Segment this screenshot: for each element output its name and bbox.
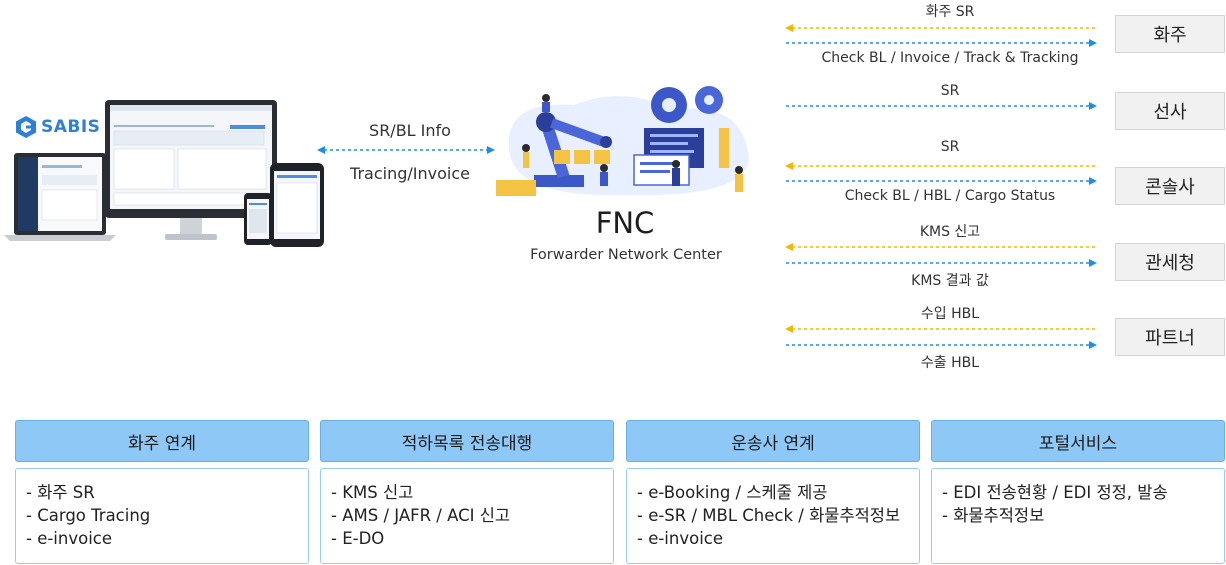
flow-label-consol-out: Check BL / HBL / Cargo Status: [844, 188, 1056, 204]
sabis-logo-text: SABIS: [41, 117, 101, 137]
link-label-sr-bl: SR/BL Info: [369, 121, 451, 140]
section-body-portal: - EDI 전송현황 / EDI 정정, 발송 - 화물추적정보: [931, 468, 1225, 564]
fnc-illustration: [496, 86, 749, 196]
sabis-logo: SABIS: [15, 115, 100, 139]
devices-graphic: [4, 100, 324, 247]
section-item: - e-Booking / 스케줄 제공: [637, 483, 828, 502]
flow-label-carrier-out: SR: [940, 83, 960, 99]
sabis-devices-illustration: SABIS: [0, 95, 330, 265]
flow-arrow-carrier: [786, 102, 1097, 110]
sabis-logo-icon: [16, 116, 36, 138]
partner-box-consol: 콘솔사: [1115, 167, 1225, 205]
partner-box-partner: 파트너: [1115, 318, 1225, 356]
flow-label-customs-in: KMS 신고: [919, 224, 981, 240]
section-item: - e-SR / MBL Check / 화물추적정보: [637, 506, 901, 525]
flow-label-consol-in: SR: [940, 139, 960, 155]
fnc-title: FNC: [595, 206, 655, 240]
flow-arrows-shipper: [785, 24, 1097, 47]
partner-box-carrier: 선사: [1115, 92, 1225, 130]
link-label-tracing: Tracing/Invoice: [350, 164, 470, 183]
section-item: - EDI 전송현황 / EDI 정정, 발송: [942, 483, 1168, 502]
partner-box-customs: 관세청: [1115, 243, 1225, 281]
fnc-subtitle: Forwarder Network Center: [530, 247, 722, 263]
section-item: - e-invoice: [26, 529, 113, 548]
flow-arrows-partner: [785, 325, 1097, 349]
flow-arrows-consol: [785, 162, 1097, 185]
flow-label-partner-out: 수출 HBL: [920, 355, 980, 371]
section-header-manifest: 적하목록 전송대행: [320, 420, 614, 462]
section-body-manifest: - KMS 신고 - AMS / JAFR / ACI 신고 - E-DO: [320, 468, 614, 564]
flow-label-customs-out: KMS 결과 값: [911, 273, 989, 289]
link-arrow-bidirectional: [317, 146, 495, 154]
flow-label-shipper-in: 화주 SR: [925, 4, 975, 20]
section-header-portal: 포털서비스: [931, 420, 1225, 462]
flow-label-partner-in: 수입 HBL: [920, 306, 980, 322]
flow-arrows-customs: [785, 243, 1097, 267]
partner-box-shipper: 화주: [1115, 15, 1225, 53]
section-header-carrier-link: 운송사 연계: [626, 420, 920, 462]
flow-label-shipper-out: Check BL / Invoice / Track & Tracking: [821, 50, 1079, 66]
section-item: - 화물추적정보: [942, 506, 1045, 525]
section-header-shipper-link: 화주 연계: [15, 420, 309, 462]
section-body-carrier-link: - e-Booking / 스케줄 제공 - e-SR / MBL Check …: [626, 468, 920, 564]
section-item: - 화주 SR: [26, 483, 95, 502]
section-item: - KMS 신고: [331, 483, 414, 502]
section-item: - Cargo Tracing: [26, 506, 151, 525]
section-item: - E-DO: [331, 529, 385, 548]
section-item: - AMS / JAFR / ACI 신고: [331, 506, 511, 525]
section-item: - e-invoice: [637, 529, 724, 548]
section-body-shipper-link: - 화주 SR - Cargo Tracing - e-invoice: [15, 468, 309, 564]
